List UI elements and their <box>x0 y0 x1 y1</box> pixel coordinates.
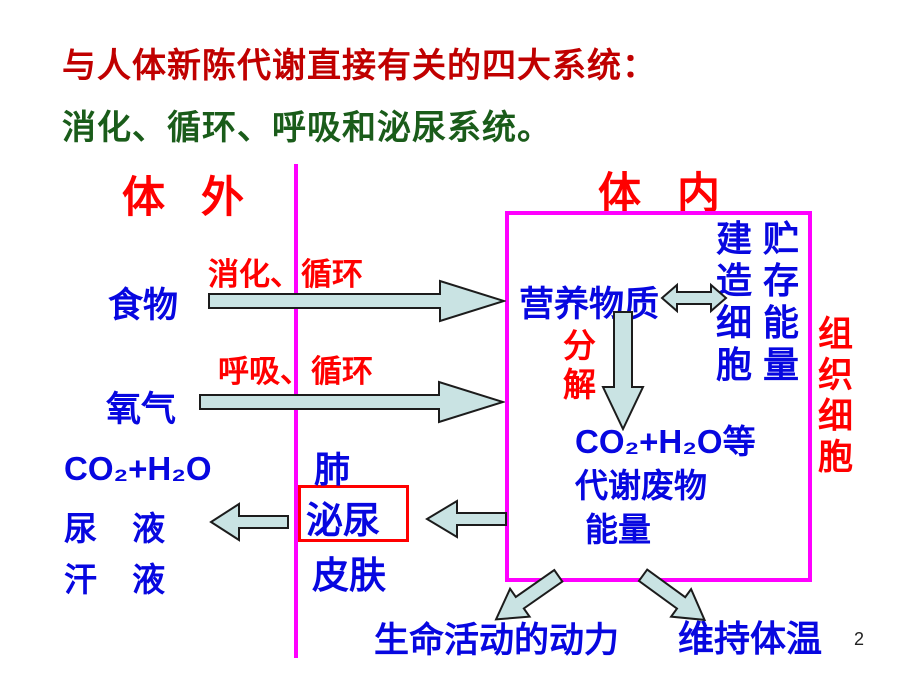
exchange-double-arrow-icon <box>660 282 728 314</box>
body-temp-down-right-arrow-icon <box>637 568 707 622</box>
urinary-highlight-box <box>298 485 409 542</box>
build-cells-label: 建造细胞 <box>716 218 753 385</box>
organs-to-outside-left-arrow-icon <box>209 502 289 542</box>
lung-label: 肺 <box>314 449 351 490</box>
urinary-label: 泌尿 <box>306 500 380 541</box>
life-power-down-left-arrow-icon <box>494 568 564 621</box>
decompose-label: 分解 <box>563 327 596 403</box>
store-energy-label: 贮存能量 <box>763 218 800 385</box>
inside-body-label: 体 内 <box>598 170 720 218</box>
outside-body-label: 体 外 <box>122 174 244 222</box>
metabolic-waste-line2: 代谢废物 <box>575 467 707 504</box>
body-temperature-label: 维持体温 <box>678 618 823 659</box>
tissue-cells-label: 组织细胞 <box>818 315 854 477</box>
food-right-arrow-icon <box>208 279 506 323</box>
waste-to-organs-left-arrow-icon <box>425 499 507 539</box>
oxygen-right-arrow-icon <box>199 380 505 424</box>
nutrients-label: 营养物质 <box>519 285 660 324</box>
body-boundary-line <box>294 164 298 658</box>
life-activity-power-label: 生命活动的动力 <box>374 621 620 660</box>
slide-title: 与人体新陈代谢直接有关的四大系统： <box>62 47 657 85</box>
excreted-sweat-label: 汗 液 <box>64 561 166 598</box>
metabolic-waste-line3: 能量 <box>585 511 651 548</box>
page-number: 2 <box>854 629 865 649</box>
excreted-co2-h2o-label: CO₂+H₂O <box>64 450 212 487</box>
slide-subtitle: 消化、循环、呼吸和泌尿系统。 <box>62 109 552 147</box>
food-label: 食物 <box>108 286 179 325</box>
oxygen-label: 氧气 <box>106 390 177 429</box>
metabolic-waste-line1: CO₂+H₂O等 <box>575 423 756 460</box>
metabolic-waste-block: CO₂+H₂O等 代谢废物 能量 <box>575 420 756 552</box>
respiration-circulation-label: 呼吸、循环 <box>218 354 373 389</box>
digestion-circulation-label: 消化、循环 <box>208 257 363 292</box>
decompose-down-arrow-icon <box>601 311 645 431</box>
skin-label: 皮肤 <box>312 555 386 596</box>
excreted-urine-label: 尿 液 <box>64 510 166 547</box>
